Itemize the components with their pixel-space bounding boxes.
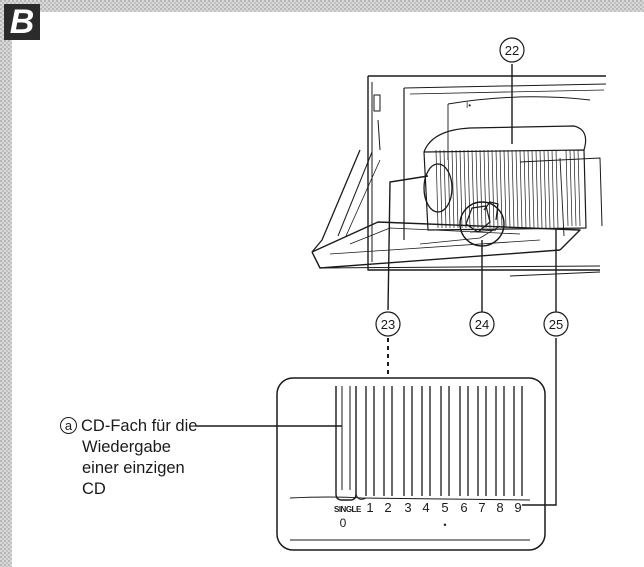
section-badge: B (4, 4, 40, 40)
annotation-marker: a (60, 417, 77, 434)
inset-frame (276, 377, 546, 551)
dot-under-5: • (443, 520, 446, 530)
slot-number-2: 2 (384, 500, 391, 515)
slot-number-3: 3 (404, 500, 411, 515)
slot-number-8: 8 (496, 500, 503, 515)
callout-25-label: 25 (549, 317, 563, 332)
cd-changer-illustration: I• (311, 75, 607, 277)
callout-22-label: 22 (505, 43, 519, 58)
annotation-line-1: CD-Fach für die (81, 417, 198, 435)
callout-23-label: 23 (381, 317, 395, 332)
leader-25-to-slot9 (522, 338, 557, 506)
slot-number-9: 9 (514, 500, 521, 515)
slot-detail-inset (276, 377, 546, 551)
svg-text:I•: I• (466, 101, 471, 110)
callout-24-circle (469, 311, 495, 337)
single-label: SINGLE (334, 505, 362, 514)
callout-circles (375, 37, 569, 337)
annotation-line-4: CD (82, 480, 106, 498)
callout-24-label: 24 (475, 317, 489, 332)
slot-number-1: 1 (366, 500, 373, 515)
leader-23 (387, 175, 429, 311)
zero-label: 0 (340, 516, 347, 530)
slot-number-5: 5 (441, 500, 448, 515)
callout-23-circle (375, 311, 401, 337)
slot-number-4: 4 (422, 500, 429, 515)
numbered-slots (365, 386, 523, 496)
annotation-line-2: Wiedergabe (82, 438, 171, 456)
callout-22-circle (499, 37, 525, 63)
leader-lines (196, 64, 557, 506)
border-top (0, 0, 644, 12)
annotation-line-3: einer einzigen (82, 459, 185, 477)
slot-number-6: 6 (460, 500, 467, 515)
callout-25-circle (543, 311, 569, 337)
border-left (0, 0, 12, 567)
slot-number-7: 7 (478, 500, 485, 515)
